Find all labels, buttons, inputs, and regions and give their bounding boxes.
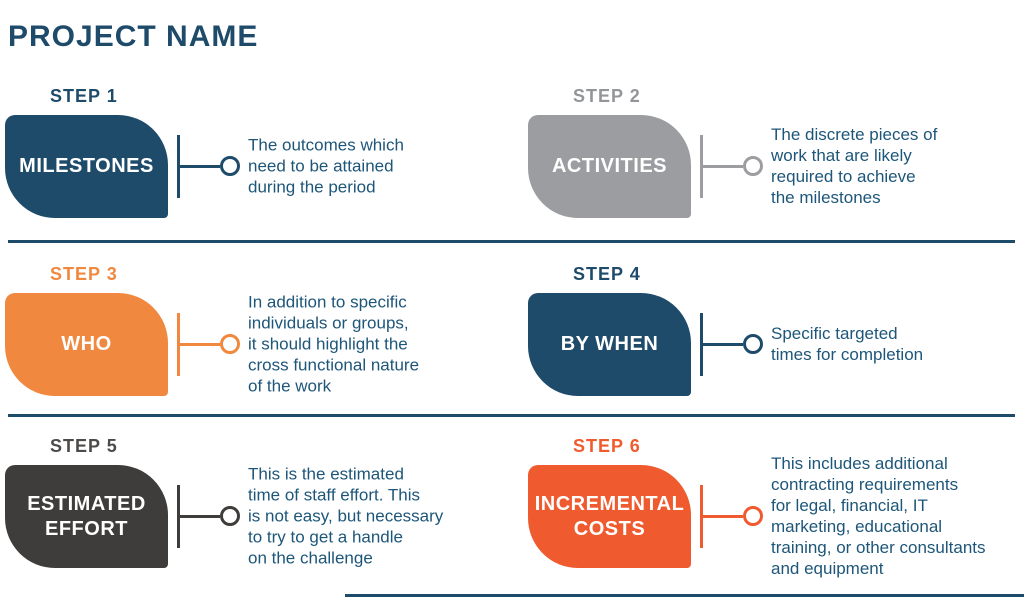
step-4-description: Specific targeted times for completion <box>771 324 924 364</box>
step-5: STEP 5 ESTIMATED EFFORT This is the esti… <box>5 436 515 586</box>
step-1-shape-milestones: MILESTONES <box>5 115 168 218</box>
step-4-label: STEP 4 <box>573 264 641 284</box>
connector-horizontal-line <box>180 165 220 168</box>
step-4-shape-by-when: BY WHEN <box>528 293 691 396</box>
connector-circle-icon <box>220 506 240 526</box>
page-title: PROJECT NAME <box>8 20 259 53</box>
row-divider-1 <box>8 240 1015 243</box>
step-5-label: STEP 5 <box>50 436 118 456</box>
step-4: STEP 4 BY WHEN Specific targeted times f… <box>528 264 1024 414</box>
step-2-label: STEP 2 <box>573 86 641 106</box>
connector-vertical-line <box>700 313 703 376</box>
step-3: STEP 3 WHO In addition to specific indiv… <box>5 264 515 414</box>
step-2: STEP 2 ACTIVITIES The discrete pieces of… <box>528 86 1024 236</box>
connector-horizontal-line <box>180 343 220 346</box>
connector-circle-icon <box>220 334 240 354</box>
connector-vertical-line <box>700 485 703 548</box>
step-5-shape-estimated-effort: ESTIMATED EFFORT <box>5 465 168 568</box>
connector-circle-icon <box>743 334 763 354</box>
step-6-shape-incremental-costs: INCREMENTAL COSTS <box>528 465 691 568</box>
step-2-shape-activities: ACTIVITIES <box>528 115 691 218</box>
connector-horizontal-line <box>703 165 743 168</box>
connector-horizontal-line <box>703 343 743 346</box>
step-3-description: In addition to specific individuals or g… <box>248 292 420 396</box>
connector-horizontal-line <box>703 515 743 518</box>
step-1: STEP 1 MILESTONES The outcomes which nee… <box>5 86 515 236</box>
step-3-label: STEP 3 <box>50 264 118 284</box>
connector-vertical-line <box>700 135 703 198</box>
step-2-description: The discrete pieces of work that are lik… <box>771 125 938 207</box>
step-6-label: STEP 6 <box>573 436 641 456</box>
connector-circle-icon <box>743 156 763 176</box>
step-3-shape-who: WHO <box>5 293 168 396</box>
connector-vertical-line <box>177 485 180 548</box>
step-5-description: This is the estimated time of staff effo… <box>248 464 444 568</box>
connector-vertical-line <box>177 135 180 198</box>
step-6: STEP 6 INCREMENTAL COSTS This includes a… <box>528 436 1024 586</box>
connector-circle-icon <box>743 506 763 526</box>
connector-circle-icon <box>220 156 240 176</box>
step-1-label: STEP 1 <box>50 86 118 106</box>
step-1-description: The outcomes which need to be attained d… <box>248 135 404 197</box>
row-divider-3 <box>345 594 1024 597</box>
connector-horizontal-line <box>180 515 220 518</box>
step-6-description: This includes additional contracting req… <box>771 454 986 578</box>
connector-vertical-line <box>177 313 180 376</box>
row-divider-2 <box>8 414 1015 417</box>
